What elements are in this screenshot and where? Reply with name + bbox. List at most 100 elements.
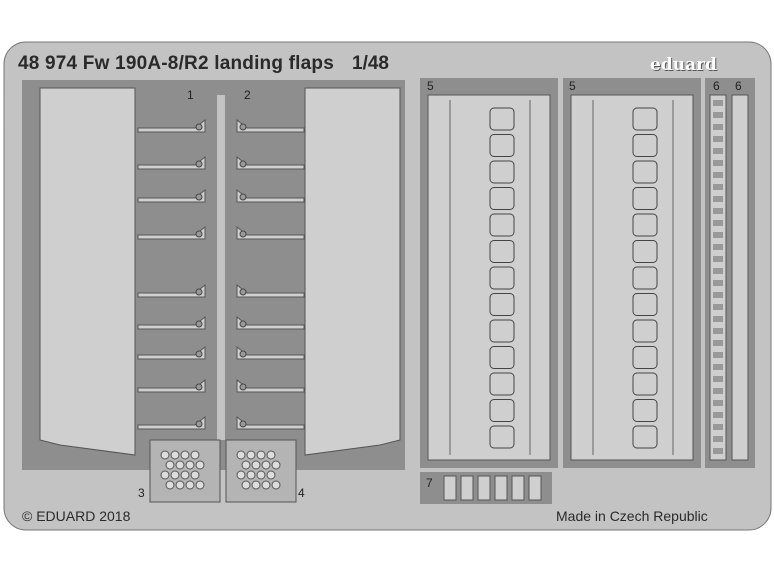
hole: [175, 460, 185, 470]
cell: [632, 213, 658, 237]
hinge-arm-right: [236, 118, 305, 133]
hole: [180, 470, 190, 480]
hole: [180, 450, 190, 460]
part-7-piece: [494, 475, 508, 501]
hole: [266, 470, 276, 480]
hinge-hole: [239, 320, 247, 328]
part-number-3: 3: [138, 486, 145, 500]
slot: [713, 364, 723, 370]
slot: [713, 148, 723, 154]
part-7-piece: [477, 475, 491, 501]
cell: [489, 240, 515, 263]
slot: [713, 100, 723, 106]
part-7-piece: [511, 475, 525, 501]
part-number-4: 4: [298, 486, 305, 500]
hinge-hole: [239, 193, 247, 201]
hinge-arm-right: [236, 345, 305, 360]
hole: [170, 450, 180, 460]
slot: [713, 316, 723, 322]
hole: [160, 450, 170, 460]
slot: [713, 268, 723, 274]
hinge-hole: [239, 383, 247, 391]
hole: [251, 460, 261, 470]
cell: [489, 319, 515, 343]
hole: [246, 470, 256, 480]
hole: [195, 460, 205, 470]
hinge-arm-left: [137, 155, 206, 170]
brand-logo: eduard: [650, 55, 717, 75]
hinge-arm-left: [137, 188, 206, 203]
slot: [713, 400, 723, 406]
cell: [632, 399, 658, 422]
part-number-6a: 6: [713, 79, 720, 93]
hole: [261, 460, 271, 470]
slot: [713, 184, 723, 190]
part-6b: [731, 94, 749, 461]
slot: [713, 352, 723, 358]
hinge-spine: [217, 95, 225, 440]
slot: [713, 232, 723, 238]
hinge-arm-right: [236, 188, 305, 203]
cell: [632, 187, 658, 210]
cell: [632, 134, 658, 157]
slot: [713, 376, 723, 382]
cell: [489, 425, 515, 449]
hole: [160, 470, 170, 480]
cell: [632, 319, 658, 343]
slot: [713, 160, 723, 166]
slot: [713, 172, 723, 178]
hinge-hole: [239, 230, 247, 238]
hole: [190, 470, 200, 480]
hole: [236, 450, 246, 460]
hinge-arm-left: [137, 118, 206, 133]
part-5a: [427, 94, 551, 461]
part-number-6b: 6: [735, 79, 742, 93]
cell: [632, 240, 658, 263]
hinge-hole: [195, 160, 203, 168]
hole: [185, 460, 195, 470]
hinge-arm-left: [137, 378, 206, 393]
part-number-2: 2: [244, 88, 251, 102]
cell: [489, 160, 515, 184]
cell: [489, 107, 515, 131]
hinge-arm-right: [236, 378, 305, 393]
slot: [713, 256, 723, 262]
hinge-hole: [195, 123, 203, 131]
hole: [241, 480, 251, 490]
hole: [175, 480, 185, 490]
fret-title: 48 974 Fw 190A-8/R2 landing flaps: [18, 53, 334, 74]
slot: [713, 436, 723, 442]
hinge-hole: [195, 193, 203, 201]
hinge-arm-right: [236, 283, 305, 298]
cell: [632, 266, 658, 290]
cell: [489, 293, 515, 316]
slot: [713, 340, 723, 346]
slot: [713, 292, 723, 298]
slot: [713, 448, 723, 454]
cell: [489, 372, 515, 396]
cell: [489, 134, 515, 157]
hole: [271, 480, 281, 490]
hole: [256, 470, 266, 480]
hinge-hole: [239, 288, 247, 296]
cell: [489, 213, 515, 237]
slot: [713, 112, 723, 118]
copyright: © EDUARD 2018: [22, 508, 131, 524]
hinge-hole: [195, 350, 203, 358]
hole: [165, 460, 175, 470]
hinge-arm-right: [236, 315, 305, 330]
hinge-arm-right: [236, 155, 305, 170]
part-7-piece: [460, 475, 474, 501]
cell: [489, 266, 515, 290]
slot: [713, 328, 723, 334]
part-7-piece: [443, 475, 457, 501]
flap-right: [304, 87, 401, 456]
part-5b: [570, 94, 694, 461]
hole: [241, 460, 251, 470]
hinge-hole: [239, 123, 247, 131]
slot: [713, 244, 723, 250]
hinge-arm-right: [236, 225, 305, 240]
hole: [170, 470, 180, 480]
slot: [713, 388, 723, 394]
